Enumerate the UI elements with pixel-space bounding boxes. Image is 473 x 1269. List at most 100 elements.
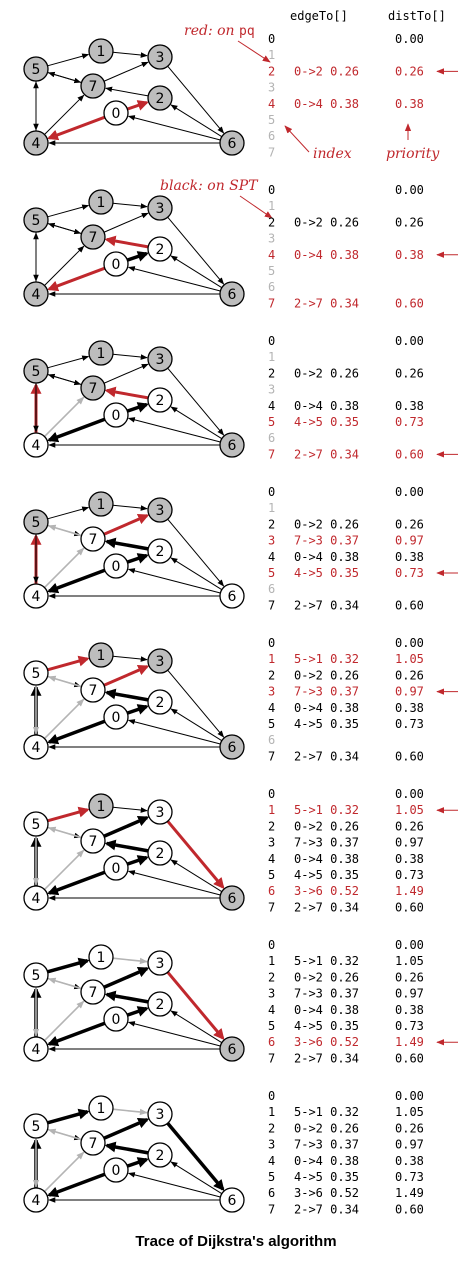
edge-4-to-7	[43, 1151, 85, 1193]
black-on-spt-annotation: black: on SPT	[160, 178, 273, 219]
vertex-3	[147, 799, 173, 825]
vertex-7	[80, 1130, 106, 1156]
row-distto: 0.26	[395, 517, 424, 531]
row-edgeto: 5->1 0.32	[294, 954, 359, 968]
vertex-label: 2	[156, 997, 165, 1013]
row-edgeto: 0->2 0.26	[294, 819, 359, 833]
row-index: 4	[268, 852, 275, 866]
row-index: 0	[268, 787, 275, 801]
edge-0-to-2	[126, 704, 149, 715]
row-distto: 0.60	[395, 749, 424, 763]
vertex-label: 2	[156, 393, 165, 409]
row-distto: 0.60	[395, 1051, 424, 1065]
row-edgeto: 2->7 0.34	[294, 598, 359, 612]
vertex-label: 2	[156, 695, 165, 711]
row-index: 2	[268, 1121, 275, 1135]
vertex-label: 1	[97, 799, 106, 815]
row-index: 7	[268, 296, 275, 310]
edgeto-header: edgeTo[]	[290, 9, 348, 23]
vertex-label: 5	[32, 1119, 41, 1135]
edge-1-to-3	[112, 51, 148, 58]
vertex-2	[147, 1142, 173, 1168]
vertex-label: 4	[32, 891, 41, 907]
vertex-label: 2	[156, 242, 165, 258]
vertex-label: 7	[89, 1136, 98, 1152]
vertex-3	[147, 950, 173, 976]
vertex-2	[147, 689, 173, 715]
row-index: 4	[268, 97, 275, 111]
row-distto: 1.49	[395, 1035, 424, 1049]
vertex-label: 6	[228, 438, 237, 454]
vertex-label: 1	[97, 195, 106, 211]
row-index: 7	[268, 447, 275, 461]
vertex-0	[103, 251, 129, 277]
edge-1-to-3	[112, 504, 148, 511]
vertex-0	[103, 1006, 129, 1032]
row-edgeto: 3->6 0.52	[294, 884, 359, 898]
row-index: 4	[268, 550, 275, 564]
row-edgeto: 7->3 0.37	[294, 685, 359, 699]
vertex-7	[80, 224, 106, 250]
edge-7-to-5	[47, 71, 82, 84]
row-index: 2	[268, 215, 275, 229]
edge-0-to-4	[47, 1172, 106, 1198]
edge-3-to-6	[167, 65, 225, 134]
row-edgeto: 7->3 0.37	[294, 836, 359, 850]
vertex-3	[147, 346, 173, 372]
row-index: 5	[268, 113, 275, 127]
row-distto: 1.49	[395, 884, 424, 898]
edge-6-to-0	[127, 1172, 221, 1198]
edge-3-to-6	[166, 1122, 225, 1191]
edge-3-to-6	[167, 669, 225, 738]
row-index: 5	[268, 717, 275, 731]
vertex-label: 1	[97, 950, 106, 966]
row-edgeto: 0->2 0.26	[294, 668, 359, 682]
row-distto: 0.97	[395, 1138, 424, 1152]
vertex-0	[103, 855, 129, 881]
row-index: 5	[268, 868, 275, 882]
vertex-label: 5	[32, 666, 41, 682]
vertex-7	[80, 73, 106, 99]
row-index: 3	[268, 1138, 275, 1152]
edge-7-to-3	[103, 815, 150, 838]
row-index: 3	[268, 836, 275, 850]
edge-6-to-2	[170, 708, 223, 742]
edge-1-to-3	[112, 655, 148, 662]
row-edgeto: 4->5 0.35	[294, 566, 359, 580]
vertex-5	[23, 811, 49, 837]
row-edgeto: 4->5 0.35	[294, 415, 359, 429]
vertex-5	[23, 1113, 49, 1139]
row-index: 3	[268, 987, 275, 1001]
vertex-4	[23, 583, 49, 609]
edge-0-to-4	[47, 719, 106, 745]
edge-3-to-6	[166, 971, 225, 1040]
edge-5-to-1	[47, 53, 90, 67]
edge-4-to-7	[43, 698, 85, 740]
edge-3-to-6	[167, 518, 225, 587]
row-distto: 0.00	[395, 1089, 424, 1103]
red-on-pq-annotation: red: on pq	[184, 23, 271, 63]
row-distto: 0.00	[395, 485, 424, 499]
row-edgeto: 0->2 0.26	[294, 1121, 359, 1135]
row-distto: 0.26	[395, 64, 424, 78]
row-index: 3	[268, 383, 275, 397]
edge-4-to-7	[43, 396, 85, 438]
row-edgeto: 0->4 0.38	[294, 1003, 359, 1017]
edge-7-to-3	[103, 514, 150, 536]
edge-6-to-0	[127, 266, 221, 292]
edge-0-to-4	[47, 1021, 106, 1047]
edge-7-to-5	[47, 222, 82, 235]
edge-6-to-2	[170, 406, 223, 440]
row-distto: 0.00	[395, 183, 424, 197]
row-edgeto: 0->2 0.26	[294, 517, 359, 531]
row-distto: 1.05	[395, 652, 424, 666]
vertex-3	[147, 497, 173, 523]
edge-5-to-1	[47, 355, 90, 369]
row-distto: 0.26	[395, 668, 424, 682]
vertex-1	[88, 642, 114, 668]
row-index: 7	[268, 900, 275, 914]
